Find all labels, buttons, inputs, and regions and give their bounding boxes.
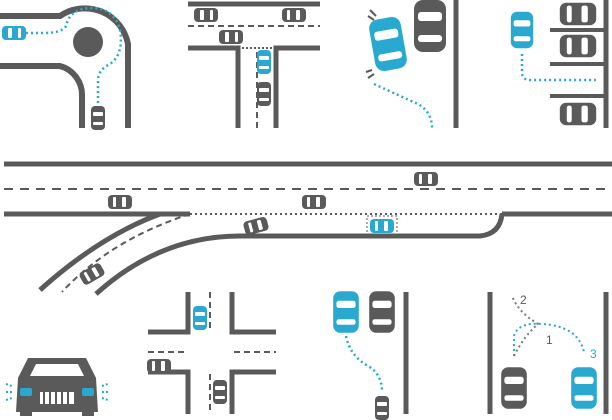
three-point-turn-path-2 (511, 295, 540, 357)
highway-car-ramp (242, 216, 270, 236)
highway-car-1 (108, 195, 132, 209)
t-junction-car-bottom (257, 82, 271, 106)
crossroads-car-bottom (213, 380, 227, 404)
perpendicular-parking-space-lines (550, 28, 606, 98)
three-point-turn-step-3: 3 (590, 347, 597, 361)
roundabout-path (24, 6, 123, 108)
perpendicular-parking-panel (510, 0, 609, 128)
highway-car-3 (414, 172, 438, 186)
highway-ramp-edge-inner (61, 213, 191, 293)
three-point-turn-car-gray (501, 367, 527, 409)
parking-exit-panel (333, 291, 409, 420)
highway-car-2 (302, 195, 326, 209)
three-point-turn-step-2: 2 (520, 293, 527, 307)
highway-ramp-edge-outer (38, 211, 505, 296)
t-junction-car-blue (257, 50, 271, 74)
three-point-turn-path-1 (513, 322, 585, 356)
parallel-parking-car-blue (367, 15, 409, 73)
perpendicular-parking-path (520, 54, 596, 82)
crossroads-lane-lines (148, 292, 276, 414)
t-junction-car-top-left (194, 8, 218, 22)
parallel-parking-panel (365, 0, 459, 129)
parking-exit-path (344, 335, 384, 393)
perpendicular-parking-car-blue (510, 11, 534, 49)
t-junction-lane-line (188, 25, 320, 128)
highway-car-blue-highlight (366, 215, 398, 237)
car-front-headlight-right (82, 388, 94, 396)
roundabout-island (73, 27, 103, 57)
car-front-windshield (30, 364, 84, 376)
crossroads-road-edges (148, 292, 276, 414)
crossroads-car-blue (193, 306, 207, 330)
car-front-wheel-left (20, 410, 32, 416)
parallel-parking-signal-marks (365, 9, 377, 79)
three-point-turn-step-1: 1 (546, 333, 553, 347)
perpendicular-parking-car-2 (559, 34, 597, 58)
parking-exit-car-bottom (375, 396, 389, 420)
highway-car-blue (370, 219, 394, 233)
roundabout-car-gray (91, 106, 105, 130)
parking-exit-car-blue (333, 291, 359, 333)
perpendicular-parking-car-3 (559, 102, 597, 126)
highway-merge-panel (4, 161, 612, 296)
car-front-grille-bars (43, 392, 69, 404)
parallel-parking-car-parked (414, 0, 446, 52)
t-junction-car-top-right (282, 8, 306, 22)
roundabout-car-blue (2, 26, 26, 40)
t-junction-panel (188, 1, 320, 128)
car-front-headlight-left (20, 388, 32, 396)
parking-exit-car-parked (369, 291, 395, 333)
t-junction-car-middle (219, 30, 243, 44)
three-point-turn-panel: 2 1 3 (487, 292, 609, 414)
crossroads-panel (147, 292, 276, 414)
car-front-view-panel (5, 358, 109, 416)
roundabout-road-edges (0, 5, 131, 128)
crossroads-car-left (147, 359, 171, 373)
three-point-turn-car-blue (571, 367, 597, 409)
three-point-turn-curbs (487, 292, 609, 414)
highway-edges (4, 161, 612, 217)
perpendicular-parking-car-1 (559, 2, 597, 26)
parallel-parking-path (373, 82, 434, 129)
t-junction-road-edges (188, 1, 320, 128)
car-front-wheel-right (82, 410, 94, 416)
roundabout-panel (0, 5, 131, 130)
